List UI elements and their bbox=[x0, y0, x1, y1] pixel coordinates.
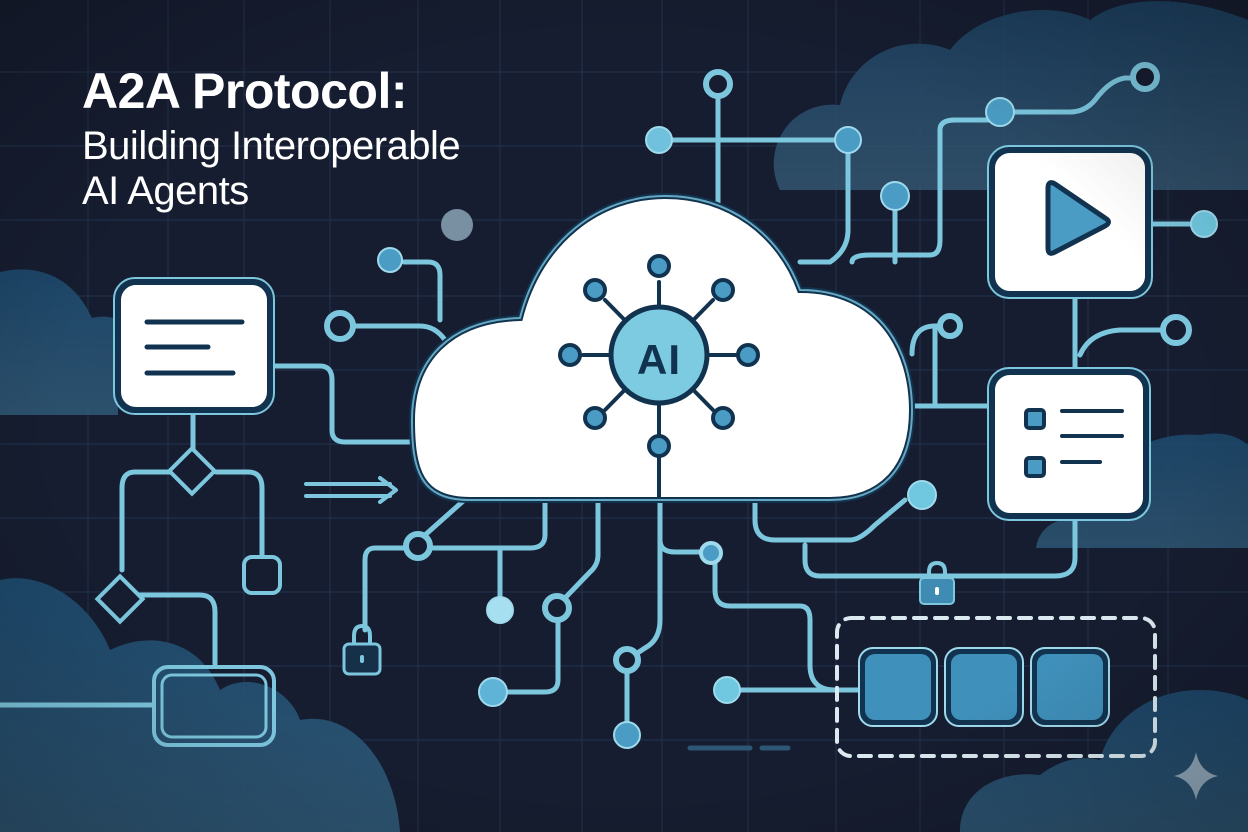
subtitle-line-2: AI Agents bbox=[82, 168, 249, 213]
page-title: A2A Protocol: bbox=[82, 63, 408, 119]
title-block: A2A Protocol: Building Interoperable AI … bbox=[82, 63, 461, 214]
subtitle-line-1: Building Interoperable bbox=[82, 124, 461, 168]
ai-hub-label: AI bbox=[637, 336, 681, 383]
